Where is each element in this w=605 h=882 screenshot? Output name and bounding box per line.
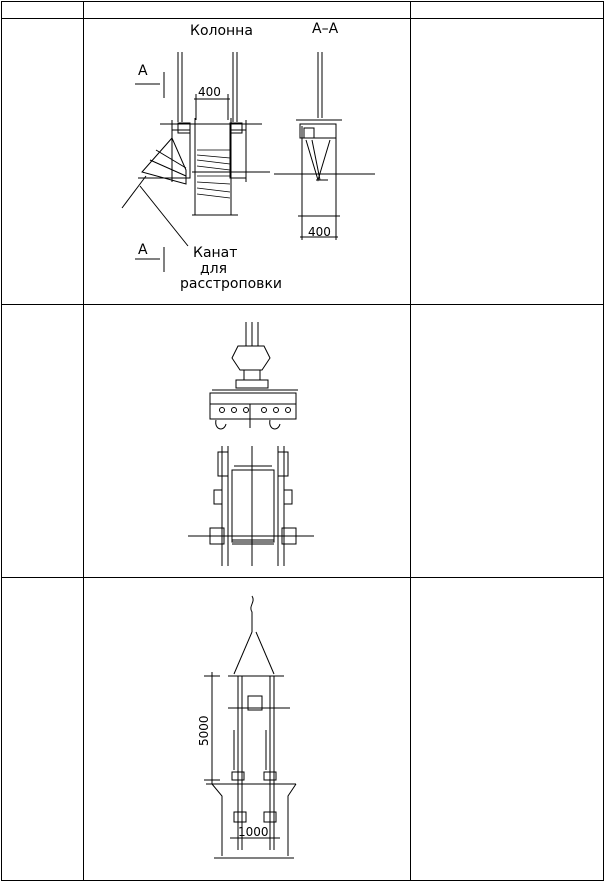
rope-label-line2: для (200, 261, 228, 277)
dimension-400-section: 400 (308, 225, 331, 239)
spreader-drawing (204, 595, 297, 859)
dimension-1000: 1000 (238, 825, 269, 839)
traverse-drawing (188, 322, 314, 566)
section-mark-bottom: А (138, 242, 148, 258)
column-title: Колонна (190, 23, 253, 39)
column-slinging-drawing (121, 52, 375, 272)
section-title: А–А (312, 21, 339, 37)
section-mark-top: А (138, 63, 148, 79)
rope-label-line3: расстроповки (180, 276, 282, 292)
dimension-5000: 5000 (197, 715, 211, 746)
rope-label-line1: Канат (193, 245, 238, 261)
dimension-400-top: 400 (198, 85, 221, 99)
